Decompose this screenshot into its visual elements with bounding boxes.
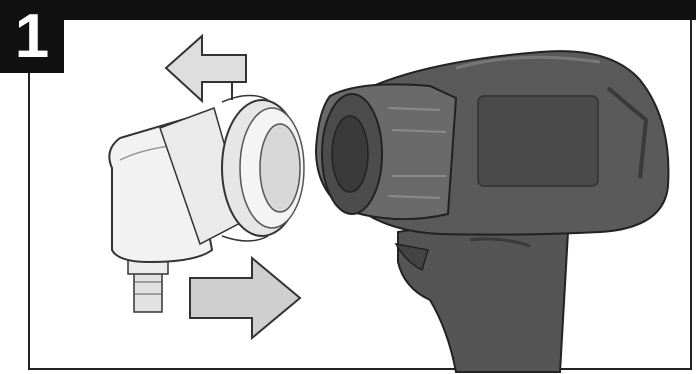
drill-body [316, 51, 668, 372]
arrow-right-icon [190, 258, 300, 338]
arrow-left-icon [166, 36, 246, 101]
